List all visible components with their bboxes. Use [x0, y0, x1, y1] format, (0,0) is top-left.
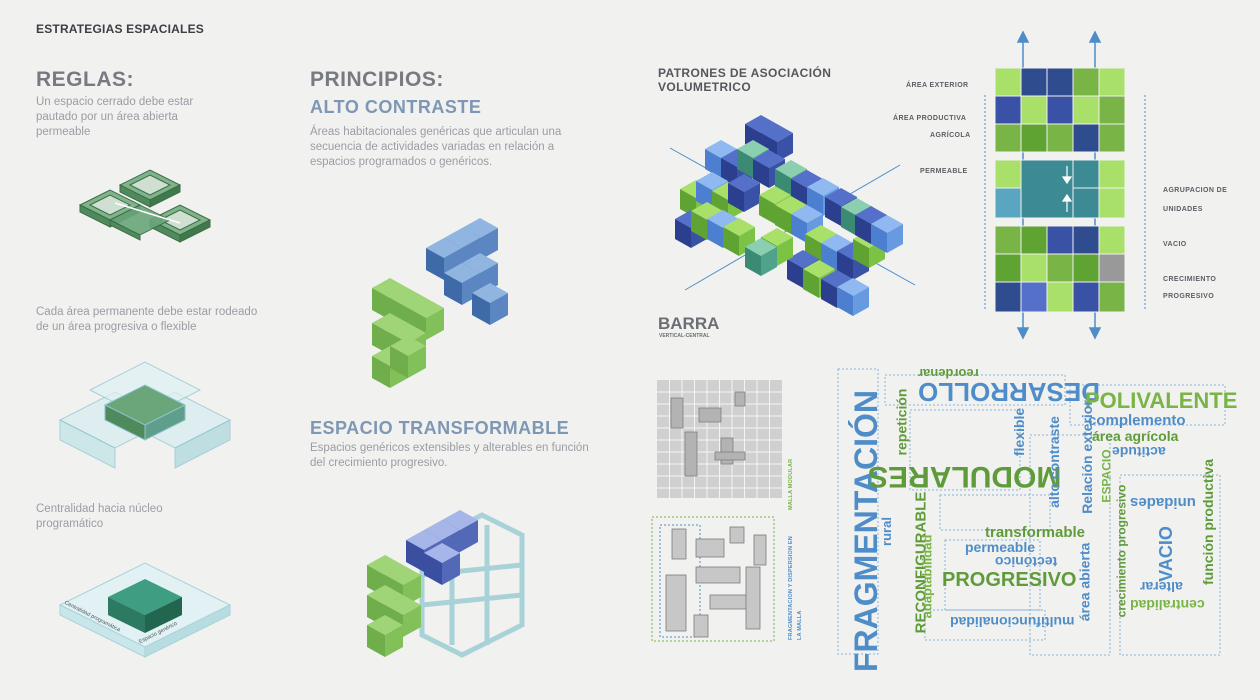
- fragmentacion-diagram: [651, 516, 775, 642]
- word-desarrollo: DESARROLLO: [918, 377, 1100, 407]
- word-cloud: FRAGMENTACIÓN DESARROLLO reordenar POLIV…: [830, 365, 1237, 672]
- word-multifuncionalidad: multifuncionalidad: [950, 614, 1075, 630]
- word-modulares: MODULARES: [868, 460, 1062, 493]
- word-alterar: alterar: [1140, 579, 1183, 595]
- barra-volumetric-diagram: [669, 115, 916, 316]
- word-reordenar: reordenar: [918, 366, 979, 381]
- label-agrupacion: AGRUPACION DE: [1163, 187, 1228, 194]
- word-transformable: transformable: [985, 524, 1086, 541]
- malla-modular-label: MALLA MODULAR: [788, 458, 794, 510]
- word-crecimiento-progresivo: crecimiento progresivo: [1114, 484, 1129, 618]
- barra-subtitle: VERTICAL-CENTRAL: [659, 333, 710, 339]
- word-repeticion: repetición: [893, 388, 910, 456]
- word-relacion-exterior: Relación exterior: [1078, 400, 1095, 514]
- espacio-transformable-text: Espacios genéricos extensibles y alterab…: [310, 442, 589, 469]
- word-espacio: ESPACIO: [1099, 449, 1114, 503]
- rule-2-text: Cada área permanente debe estar rodeado …: [36, 306, 258, 333]
- page-title: ESTRATEGIAS ESPACIALES: [36, 22, 204, 36]
- label-area-exterior: ÁREA EXTERIOR: [906, 82, 969, 89]
- fragmentacion-label-2: LA MALLA: [797, 610, 803, 640]
- word-area-agricola: área agrícola: [1092, 428, 1179, 444]
- word-vacio: VACIO: [1155, 526, 1176, 582]
- word-complemento: complemento: [1088, 412, 1186, 429]
- word-adaptabilidad: adaptabilidad: [919, 534, 935, 619]
- site-plan-diagram: [984, 30, 1146, 340]
- label-progresivo: PROGRESIVO: [1163, 293, 1215, 300]
- label-permeable: PERMEABLE: [920, 168, 968, 175]
- word-tectonico: tectónico: [995, 554, 1058, 570]
- word-unidades: unidades: [1130, 494, 1196, 511]
- alto-contraste-title: ALTO CONTRASTE: [310, 97, 482, 117]
- barra-title: BARRA: [658, 314, 720, 333]
- word-funcion-productiva: función productiva: [1200, 459, 1216, 585]
- word-polivalente: POLIVALENTE: [1085, 388, 1238, 413]
- word-progresivo: PROGRESIVO: [942, 569, 1077, 591]
- word-centralidad: centralidad: [1130, 597, 1205, 613]
- label-vacio: VACIO: [1163, 241, 1187, 248]
- patrones-heading: PATRONES DE ASOCIACIÓN VOLUMETRICO: [658, 66, 832, 94]
- label-unidades: UNIDADES: [1163, 206, 1203, 213]
- word-actitude: actitude: [1112, 444, 1166, 460]
- word-fragmentacion: FRAGMENTACIÓN: [848, 389, 885, 673]
- rule-3-diagram: [58, 562, 232, 658]
- label-crecimiento: CRECIMIENTO: [1163, 276, 1217, 283]
- word-alto-contraste: alto contraste: [1045, 416, 1062, 508]
- espacio-transformable-title: ESPACIO TRANSFORMABLE: [310, 418, 570, 438]
- rule-3-text: Centralidad hacia núcleo programático: [36, 503, 163, 530]
- rule-2-diagram: [58, 361, 232, 469]
- principios-heading: PRINCIPIOS:: [310, 68, 444, 91]
- rule-1-diagram: [78, 169, 212, 243]
- word-area-abierta: área abierta: [1076, 542, 1093, 622]
- fragmentacion-label-1: FRAGMENTACION Y DISPERSION EN: [788, 536, 794, 640]
- reglas-heading: REGLAS:: [36, 68, 134, 91]
- word-flexible: flexible: [1011, 407, 1028, 457]
- alto-contraste-text: Áreas habitacionales genéricas que artic…: [310, 126, 562, 168]
- word-permeable: permeable: [965, 539, 1036, 555]
- label-area-productiva: ÁREA PRODUCTIVA: [893, 115, 967, 122]
- espacio-transformable-cube-diagram: [367, 510, 525, 658]
- malla-modular-diagram: [657, 380, 782, 498]
- word-rural: rural: [878, 517, 894, 546]
- label-agricola: AGRÍCOLA: [930, 132, 971, 139]
- rule-1-text: Un espacio cerrado debe estar pautado po…: [36, 96, 194, 138]
- alto-contraste-cube-diagram: [372, 218, 508, 388]
